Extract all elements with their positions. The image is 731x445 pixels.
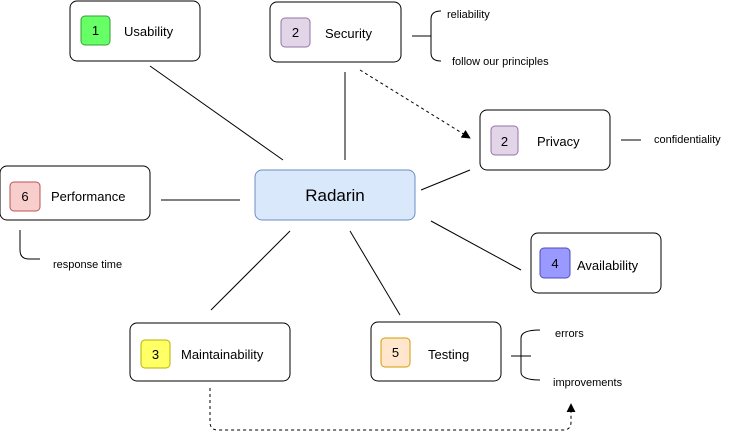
node-maintainability-box (129, 322, 291, 382)
edge-testing (349, 230, 401, 316)
node-privacy-label: Privacy (537, 134, 580, 149)
security-notes-bracket (412, 10, 442, 62)
note-response-time: response time (53, 259, 122, 271)
badge-privacy-number: 2 (501, 134, 508, 149)
center-box (254, 169, 416, 221)
node-testing[interactable]: 5 Testing (370, 321, 502, 382)
node-performance[interactable]: 6 Performance (0, 165, 151, 221)
badge-performance-number: 6 (21, 189, 28, 204)
badge-security-number: 2 (292, 25, 299, 40)
center-label: Radarin (305, 186, 365, 205)
badge-testing-number: 5 (392, 345, 399, 360)
node-usability[interactable]: 1 Usability (69, 0, 201, 62)
connector-lines (149, 65, 522, 316)
note-reliability: reliability (447, 9, 490, 21)
note-follow-our-principles: follow our principles (452, 56, 549, 68)
node-maintainability-label: Maintainability (181, 347, 264, 362)
badge-security (280, 17, 311, 48)
node-performance-label: Performance (51, 189, 125, 204)
note-improvements: improvements (553, 377, 623, 389)
node-usability-label: Usability (124, 24, 174, 39)
node-privacy[interactable]: 2 Privacy (479, 109, 611, 171)
note-confidentiality: confidentiality (654, 134, 721, 146)
badge-maintainability-number: 3 (152, 347, 159, 362)
security-notes: reliability follow our principles (412, 9, 549, 68)
badge-maintainability (140, 339, 171, 369)
edge-maintainability (210, 230, 291, 311)
node-security[interactable]: 2 Security (269, 1, 402, 63)
edge-usability (149, 65, 284, 161)
badge-usability-number: 1 (92, 23, 99, 38)
testing-notes: errors improvements (511, 328, 623, 389)
note-errors: errors (555, 328, 584, 340)
badge-performance (9, 181, 41, 212)
dashed-arrow-maintainability-improvements (209, 388, 576, 431)
dashed-arrow-security-privacy (359, 69, 471, 139)
node-maintainability[interactable]: 3 Maintainability (129, 322, 291, 382)
node-testing-label: Testing (428, 347, 469, 362)
center-node[interactable]: Radarin (254, 169, 416, 221)
badge-usability (80, 15, 111, 46)
edge-privacy (420, 169, 471, 191)
badge-privacy (490, 125, 519, 156)
edge-availability (430, 220, 522, 271)
badge-availability (539, 247, 571, 279)
node-security-label: Security (325, 26, 372, 41)
badge-availability-number: 4 (551, 256, 558, 271)
testing-notes-bracket (511, 329, 541, 381)
node-availability[interactable]: 4 Availability (530, 232, 662, 294)
performance-note-bracket (19, 230, 40, 260)
badge-testing (380, 337, 411, 368)
node-availability-label: Availability (577, 258, 639, 273)
